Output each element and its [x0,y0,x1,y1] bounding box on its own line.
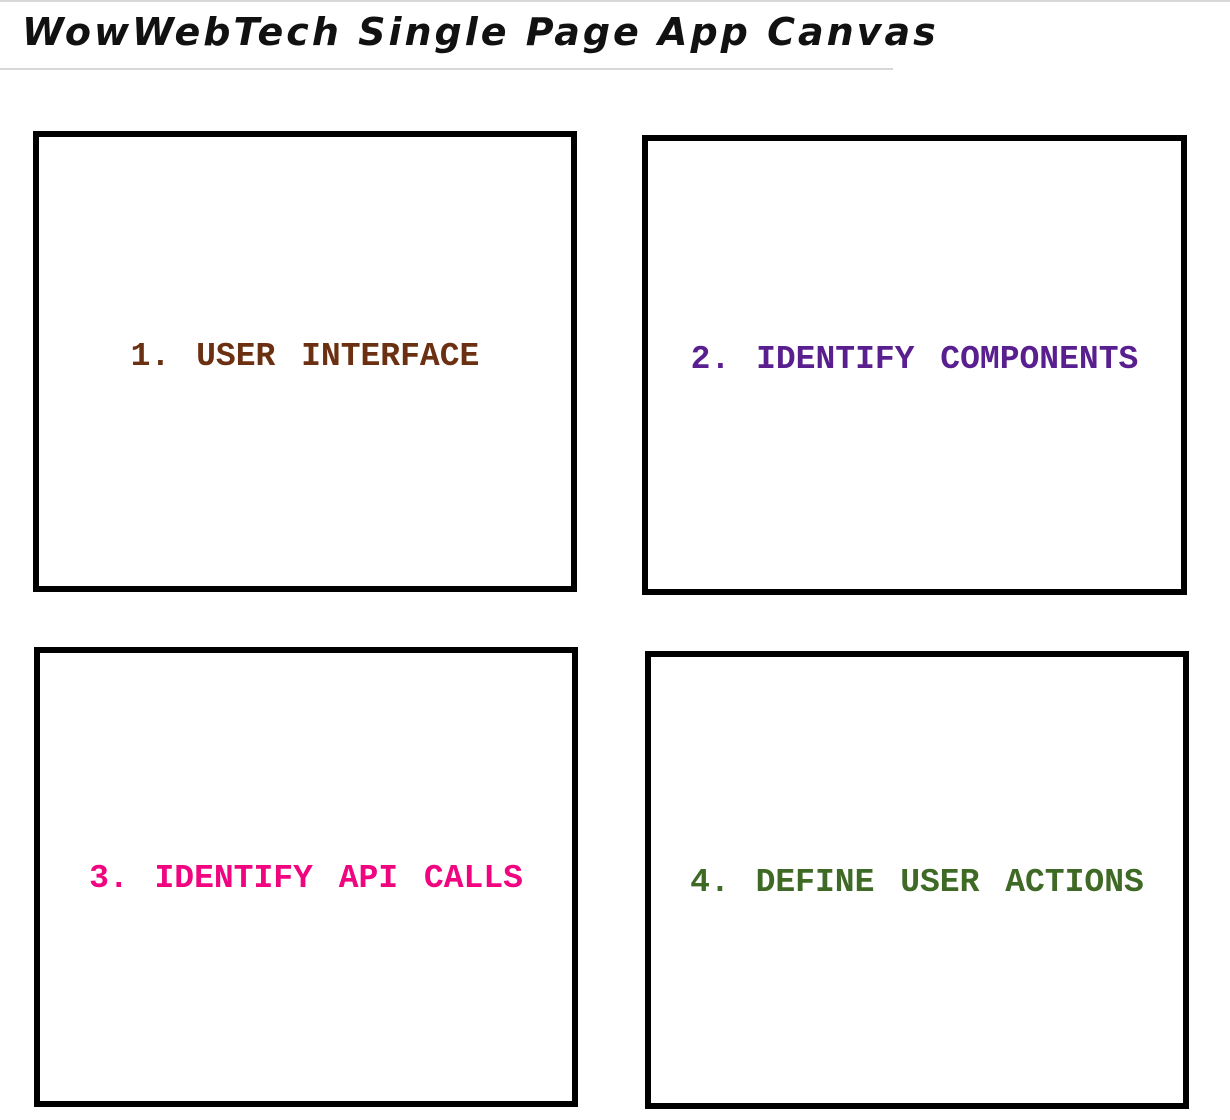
canvas-box-user-interface: 1. USER INTERFACE [33,131,577,592]
box-label-user-interface: 1. USER INTERFACE [130,338,480,375]
canvas-box-identify-components: 2. IDENTIFY COMPONENTS [642,135,1187,595]
title-bar: WowWebTech Single Page App Canvas [0,0,936,70]
box-label-identify-components: 2. IDENTIFY COMPONENTS [690,341,1139,378]
top-divider [0,0,1230,2]
canvas-box-define-user-actions: 4. DEFINE USER ACTIONS [645,651,1189,1109]
box-label-define-user-actions: 4. DEFINE USER ACTIONS [690,864,1144,901]
box-label-identify-api-calls: 3. IDENTIFY API CALLS [89,860,523,897]
page-title: WowWebTech Single Page App Canvas [22,10,939,54]
canvas-box-identify-api-calls: 3. IDENTIFY API CALLS [34,647,578,1107]
